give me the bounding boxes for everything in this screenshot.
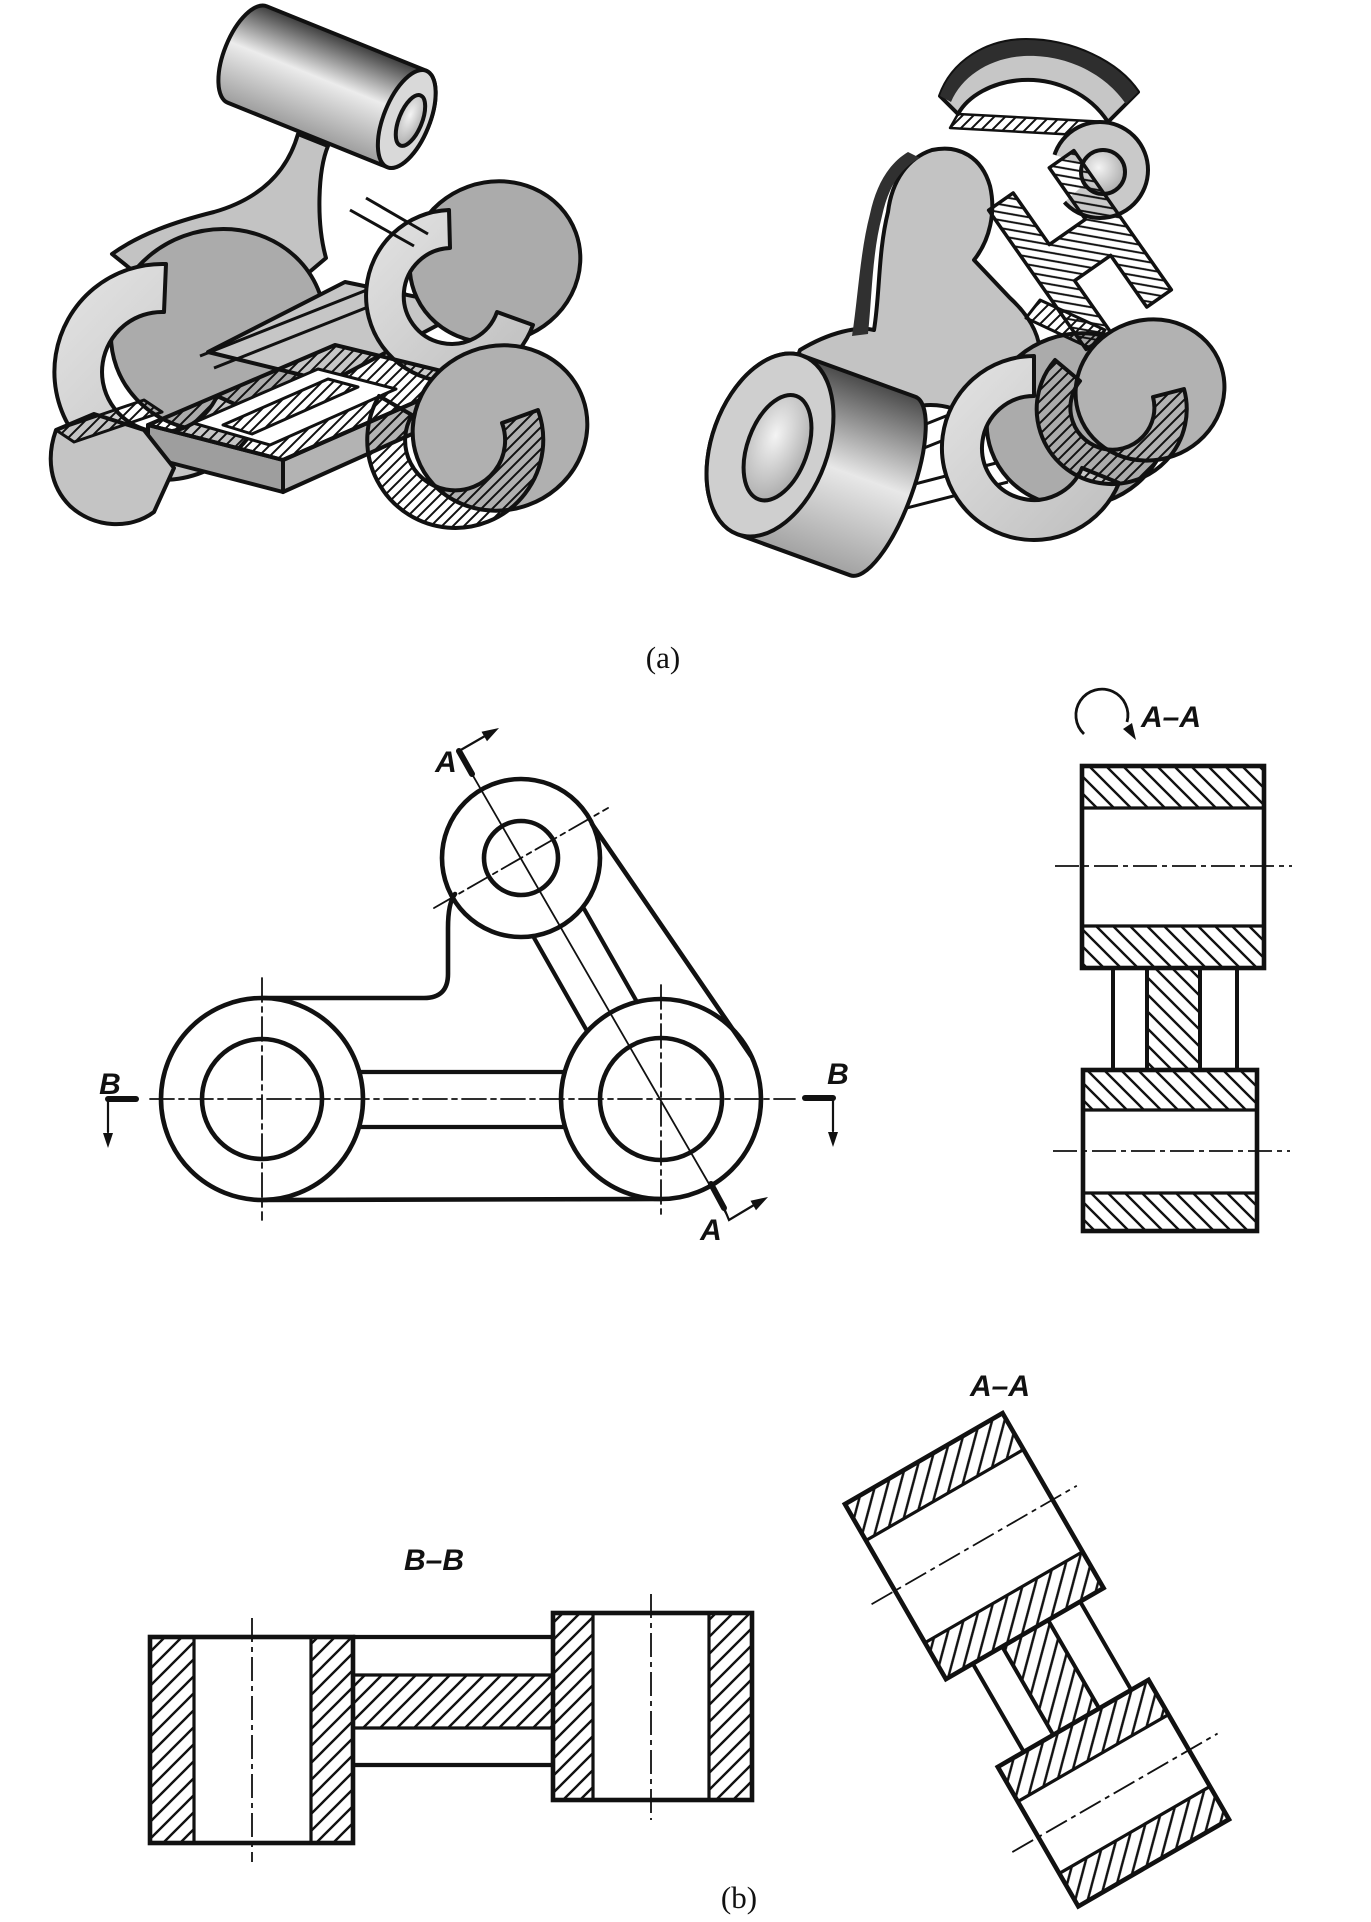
right-boss-block xyxy=(550,1610,755,1803)
hatch-regions xyxy=(1082,766,1264,1231)
section-bb-label: B–B xyxy=(404,1544,464,1577)
hole-edges xyxy=(865,1448,1211,1875)
section-outline xyxy=(841,1410,1233,1910)
section-bb xyxy=(147,1594,755,1862)
hatch-regions xyxy=(844,1413,1229,1907)
upper-hole-centerline xyxy=(871,1484,1078,1606)
a-arrowhead-top xyxy=(481,728,499,742)
hatch-band xyxy=(1082,926,1264,968)
web-edges xyxy=(1111,968,1239,1070)
pictorial-view-left xyxy=(48,3,590,530)
i-web-hatched xyxy=(986,148,1174,352)
cap-top-shadow xyxy=(940,40,1138,104)
cutting-label-a-bottom: A xyxy=(699,1214,722,1247)
panel-b-label: (b) xyxy=(721,1880,757,1915)
web-edges xyxy=(353,1634,553,1768)
cut-off-lower-piece xyxy=(48,343,590,530)
hatch-web-column xyxy=(1002,1620,1100,1735)
hatch-band xyxy=(844,1413,1024,1541)
section-aa-rotated-label: A–A xyxy=(1140,701,1201,734)
upper-left-outline xyxy=(260,891,458,1001)
hatch-band xyxy=(311,1637,353,1843)
a-thick-stroke-top xyxy=(456,748,475,777)
crescent-piece-body xyxy=(1073,317,1227,463)
upper-boss-outer-circle xyxy=(439,776,603,940)
lower-boss-block xyxy=(994,1676,1233,1910)
lower-cradle-body xyxy=(410,343,590,513)
hatch-band xyxy=(1082,766,1264,808)
section-aa-inclined-label: A–A xyxy=(969,1370,1030,1403)
right-cradle-face xyxy=(939,354,1121,542)
wedge-cut-band-hatched xyxy=(54,398,164,444)
hatch-regions xyxy=(150,1613,752,1843)
cutting-label-a-top: A xyxy=(434,746,457,779)
slab-web-cut-bar xyxy=(221,377,360,436)
upper-boss-block xyxy=(841,1410,1107,1683)
lower-cradle-cut-face-hatched xyxy=(365,394,546,530)
right-boss-hole-circle xyxy=(597,1035,725,1163)
hatch-band xyxy=(1059,1786,1229,1907)
front-view xyxy=(103,728,838,1222)
cutting-plane-b-marks xyxy=(103,1095,838,1148)
cutting-label-b-right: B xyxy=(827,1058,849,1091)
lower-boss-block xyxy=(1080,1067,1260,1234)
right-tangent-outline xyxy=(589,821,754,1059)
left-boss-hole-circle xyxy=(199,1036,325,1162)
top-cylinder-boss xyxy=(216,3,438,170)
hatch-band xyxy=(924,1551,1104,1680)
arm-shadow-band xyxy=(852,152,920,336)
b-arrowhead-right xyxy=(828,1132,838,1147)
panel-a-label: (a) xyxy=(646,640,680,675)
section-outline xyxy=(1079,763,1267,1234)
cutting-label-b-left: B xyxy=(99,1068,121,1101)
a-arrowhead-bottom xyxy=(750,1197,768,1211)
section-aa-rotated xyxy=(1053,687,1292,1234)
cutting-line-a xyxy=(460,754,728,1216)
cylinder-bore-hole xyxy=(741,393,814,503)
cut-off-upper-piece xyxy=(938,38,1227,487)
a-arrow-line-bottom xyxy=(722,1203,756,1222)
hatch-web-band xyxy=(353,1675,553,1728)
hatch-band xyxy=(150,1637,194,1843)
hatch-band xyxy=(1083,1070,1257,1110)
hatch-band xyxy=(1083,1193,1257,1231)
b-arrowhead-left xyxy=(103,1133,113,1148)
a-thick-stroke-bottom xyxy=(708,1181,727,1211)
hatch-web-column xyxy=(1147,968,1200,1070)
part-outline xyxy=(158,776,764,1203)
lower-web-edges xyxy=(356,1069,568,1130)
rotation-arrowhead xyxy=(1123,723,1136,740)
rotation-arrow-arc xyxy=(1074,687,1130,736)
web-edges xyxy=(971,1600,1133,1753)
hatch-band xyxy=(553,1613,593,1800)
cylinder-bore-hole xyxy=(393,93,428,148)
bottom-tangent-outline xyxy=(259,1196,664,1203)
pictorial-view-right xyxy=(704,38,1227,578)
upper-boss-hole-circle xyxy=(481,818,561,898)
big-cylinder-boss xyxy=(704,351,928,578)
section-aa-inclined xyxy=(841,1410,1233,1910)
i-web-cut-face xyxy=(986,148,1174,352)
hatch-band xyxy=(709,1613,752,1800)
section-outline xyxy=(147,1610,755,1846)
a-arrow-line-top xyxy=(457,734,487,753)
wedge-piece xyxy=(48,412,176,527)
upper-boss-block xyxy=(1079,763,1267,971)
hole-edges xyxy=(1082,806,1264,1195)
web-slot-lines xyxy=(349,196,429,248)
hole-edges xyxy=(192,1613,711,1843)
lower-hole-centerline xyxy=(1011,1732,1219,1853)
upper-web-edges xyxy=(530,904,640,1034)
left-boss-block xyxy=(147,1634,356,1846)
cutting-plane-a-marks xyxy=(456,728,768,1222)
crescent-cut-face-hatched xyxy=(1034,358,1189,487)
hatch-band xyxy=(997,1679,1169,1802)
